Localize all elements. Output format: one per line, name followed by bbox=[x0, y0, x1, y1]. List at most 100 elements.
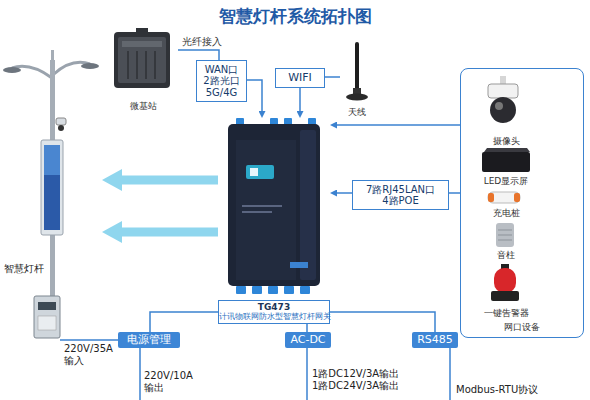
device-body bbox=[228, 124, 320, 286]
base-station-fin bbox=[145, 51, 147, 79]
device-connector bbox=[300, 286, 310, 294]
led-screen-icon bbox=[482, 152, 530, 172]
node-text: TG473 bbox=[219, 302, 329, 313]
connector-line bbox=[247, 80, 262, 111]
device-mark bbox=[242, 205, 282, 207]
node-text: 天线 bbox=[348, 107, 366, 118]
connector-line bbox=[325, 76, 340, 78]
device-connector bbox=[268, 286, 278, 294]
meter-dial bbox=[38, 316, 56, 330]
node-text: 电源管理 bbox=[127, 334, 171, 346]
device-connector bbox=[284, 286, 294, 294]
antenna-icon bbox=[346, 42, 368, 101]
leader-line bbox=[139, 348, 141, 400]
connector-label: 光纤接入 bbox=[181, 36, 223, 48]
speaker-grille bbox=[498, 230, 512, 231]
camera-mount bbox=[500, 76, 506, 84]
leader-line bbox=[449, 348, 451, 400]
node-text: 一键告警器 bbox=[484, 308, 529, 319]
base-station-fin bbox=[136, 51, 138, 79]
port-box: WAN口 2路光口 5G/4G bbox=[196, 60, 247, 102]
device-connector bbox=[308, 118, 316, 125]
node-text: 智慧灯杆 bbox=[4, 262, 44, 276]
node-text: 微基站 bbox=[130, 101, 157, 112]
camera-dome bbox=[490, 97, 516, 123]
gateway: TG473计讯物联网防水型智慧灯杆网关 bbox=[218, 118, 330, 324]
connector-line bbox=[337, 192, 352, 194]
led-top bbox=[484, 148, 530, 152]
base-station-fin bbox=[127, 51, 129, 79]
connector-line bbox=[150, 312, 218, 332]
node-text: 7路RJ45LAN口 4路POE bbox=[355, 184, 446, 207]
speaker-grille bbox=[498, 235, 512, 236]
node-text: RS485 bbox=[417, 334, 453, 346]
device-badge bbox=[290, 262, 308, 268]
led-screen: LED显示屏 bbox=[471, 147, 541, 187]
meter-display bbox=[38, 302, 56, 310]
pole-lamp bbox=[3, 67, 21, 73]
charger-end bbox=[488, 193, 494, 202]
smart-pole: 智慧灯杆 bbox=[2, 55, 102, 280]
node-text: 摄像头 bbox=[493, 136, 520, 147]
connector-line bbox=[299, 88, 301, 111]
bus-box: RS485 bbox=[412, 332, 458, 348]
base-station-icon bbox=[114, 28, 170, 88]
pole-screen-frame bbox=[41, 140, 63, 235]
charger-body bbox=[488, 192, 520, 203]
camera: 摄像头 bbox=[471, 73, 541, 147]
gateway-device-icon bbox=[228, 118, 320, 294]
device-connector bbox=[236, 118, 244, 125]
base-station-fin bbox=[154, 51, 156, 79]
connector-line bbox=[449, 192, 460, 194]
camera-lens bbox=[495, 102, 503, 110]
node-text: LED显示屏 bbox=[484, 176, 529, 187]
connector-line bbox=[330, 312, 435, 332]
wifi-box: WIFI bbox=[275, 68, 325, 88]
device-logo bbox=[246, 165, 274, 179]
spec-note: 220V/10A 输出 bbox=[144, 370, 202, 394]
gateway-label-plate: TG473计讯物联网防水型智慧灯杆网关 bbox=[218, 300, 330, 324]
device-connector bbox=[236, 286, 246, 294]
power-box: 电源管理 bbox=[118, 332, 180, 348]
acdc-box: AC-DC bbox=[285, 332, 331, 348]
device-mark bbox=[242, 211, 272, 213]
alarm-button: 一键告警器 bbox=[471, 263, 541, 319]
smart-pole-icon bbox=[3, 50, 99, 338]
node-text: WIFI bbox=[288, 72, 312, 85]
base-station: 微基站 bbox=[108, 28, 178, 112]
panel-device-icons bbox=[482, 76, 530, 301]
device-qr bbox=[250, 168, 258, 176]
pole-camera bbox=[56, 118, 66, 125]
pole-screen bbox=[44, 145, 60, 230]
device-side bbox=[300, 130, 316, 280]
node-text: 计讯物联网防水型智慧灯杆网关 bbox=[219, 312, 329, 322]
node-text: WAN口 2路光口 5G/4G bbox=[199, 64, 244, 99]
meter-box bbox=[34, 296, 60, 338]
flow-arrow bbox=[122, 228, 218, 237]
alarm-dome bbox=[494, 268, 516, 293]
antenna-joint bbox=[353, 88, 361, 94]
diagram-title: 智慧灯杆系统拓扑图 bbox=[0, 5, 590, 28]
node-text: 充电桩 bbox=[493, 208, 520, 219]
flow-arrow bbox=[122, 176, 218, 185]
charger-end bbox=[514, 193, 520, 202]
power-wire bbox=[60, 339, 118, 341]
device-front bbox=[236, 140, 296, 280]
connector-line bbox=[306, 324, 308, 332]
base-station-body bbox=[114, 32, 170, 88]
pole-screen-glow bbox=[44, 145, 60, 175]
device-group: 网口设备摄像头LED显示屏充电桩音柱一键告警器 bbox=[460, 68, 584, 338]
charging-pile: 充电桩 bbox=[471, 189, 541, 219]
spec-note: Modbus-RTU协议 bbox=[456, 384, 576, 396]
speaker-column: 音柱 bbox=[471, 221, 541, 261]
node-text: 音柱 bbox=[497, 250, 515, 261]
device-connector bbox=[284, 118, 292, 125]
connector-line bbox=[178, 50, 219, 60]
antenna-rod bbox=[355, 42, 359, 92]
base-station-face bbox=[118, 37, 166, 83]
node-text: AC-DC bbox=[290, 334, 325, 346]
spec-note: 220V/35A 输入 bbox=[64, 343, 122, 367]
antenna: 天线 bbox=[340, 38, 374, 118]
wires bbox=[60, 340, 450, 400]
